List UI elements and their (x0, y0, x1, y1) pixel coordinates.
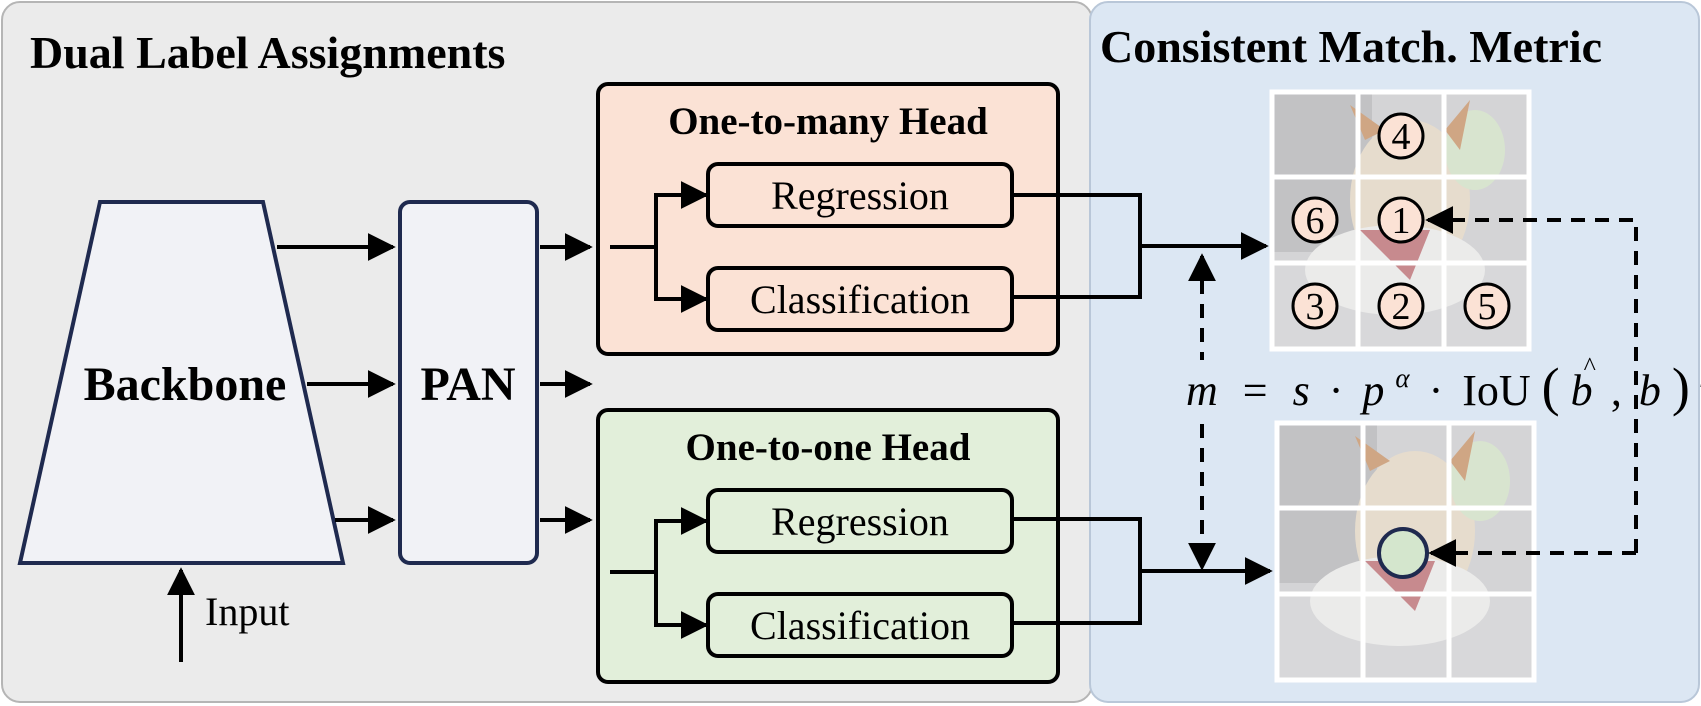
formula-bg (1178, 360, 1618, 418)
rank-label-4: 4 (1392, 116, 1411, 158)
many-branch-cls (654, 247, 709, 313)
rank-label-1: 1 (1392, 200, 1411, 242)
consistent-metric-panel (1089, 1, 1700, 703)
formula-eq: = (1243, 366, 1268, 415)
pan-label: PAN (420, 358, 515, 411)
formula-comma: , (1611, 366, 1622, 415)
many-classification-label: Classification (750, 277, 970, 322)
formula-p: p (1359, 366, 1384, 415)
one-classification-label: Classification (750, 603, 970, 648)
rank-label-2: 2 (1392, 286, 1411, 328)
backbone-label: Backbone (84, 358, 287, 411)
formula-rparen: ) (1672, 357, 1690, 417)
backbone-block (17, 200, 346, 565)
formula-beta: β (1700, 357, 1701, 387)
one-branch-reg (610, 507, 709, 574)
metric-formula: m = s · p α · IoU ( b ^ , b ) β (1186, 336, 1701, 417)
formula-iou: IoU (1462, 366, 1530, 415)
rank-circle-2 (1377, 282, 1425, 330)
formula-s: s (1293, 366, 1310, 415)
formula-b: b (1639, 366, 1661, 415)
one-regression-label: Regression (771, 499, 949, 544)
match-circle (1377, 527, 1429, 579)
rank-circle-3 (1291, 282, 1339, 330)
rank-label-6: 6 (1306, 200, 1325, 242)
many-regression-label: Regression (771, 173, 949, 218)
formula-alpha: α (1395, 363, 1410, 393)
rank-label-3: 3 (1306, 286, 1325, 328)
rank-circle-1 (1377, 196, 1425, 244)
formula-lparen: ( (1542, 357, 1560, 417)
rank-label-5: 5 (1478, 286, 1497, 328)
dual-label-title: Dual Label Assignments (30, 27, 505, 78)
input-label: Input (205, 589, 289, 634)
one-to-many-title: One-to-many Head (668, 100, 988, 143)
consistent-metric-title: Consistent Match. Metric (1100, 21, 1602, 72)
one-branch-cls (654, 572, 709, 639)
rank-circle-4 (1377, 112, 1425, 160)
formula-m: m (1186, 366, 1218, 415)
rank-circle-5 (1463, 282, 1511, 330)
formula-dot2: · (1429, 366, 1444, 415)
rank-circle-6 (1291, 196, 1339, 244)
pan-block (398, 200, 539, 565)
many-branch-reg (610, 181, 709, 249)
formula-hat: ^ (1584, 352, 1596, 381)
formula-bhat: b (1571, 366, 1593, 415)
formula-dot1: · (1329, 366, 1344, 415)
one-to-one-title: One-to-one Head (686, 426, 971, 469)
